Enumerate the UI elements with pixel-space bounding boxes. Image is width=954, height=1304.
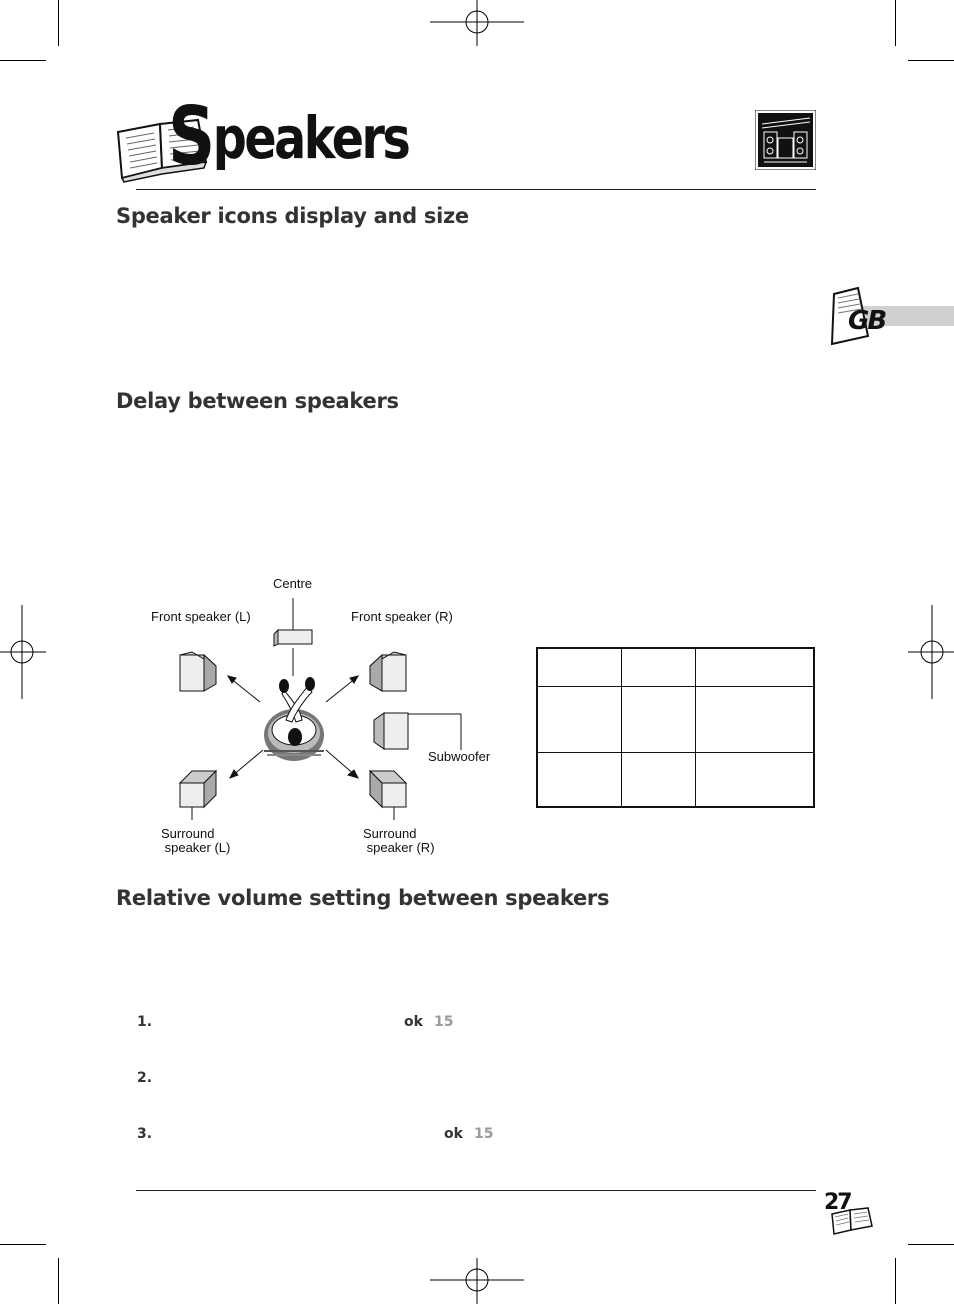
section-heading-delay: Delay between speakers (116, 389, 399, 413)
label-subwoofer: Subwoofer (428, 750, 490, 764)
label-surround-right: Surround speaker (R) (363, 827, 435, 855)
table-row (537, 648, 814, 686)
section-heading-volume: Relative volume setting between speakers (116, 886, 609, 910)
listener-icon (264, 677, 324, 761)
table-row (537, 686, 814, 752)
table-cell (537, 686, 622, 752)
table-cell (696, 648, 815, 686)
crop-mark (895, 0, 896, 46)
front-left-speaker-icon (180, 652, 216, 691)
table-cell (622, 752, 696, 807)
section-heading-icons: Speaker icons display and size (116, 204, 469, 228)
open-book-icon (830, 1206, 874, 1236)
crop-mark (58, 0, 59, 46)
registration-target-icon (430, 0, 524, 46)
label-centre: Centre (273, 577, 312, 591)
delay-table (536, 647, 815, 808)
header-rule (136, 189, 816, 190)
subwoofer-leader-line (408, 714, 461, 750)
language-tab-label: GB (848, 306, 885, 336)
footer-rule (136, 1190, 816, 1191)
step-1-number: 1. (137, 1014, 152, 1030)
table-cell (696, 686, 815, 752)
label-front-left: Front speaker (L) (151, 610, 251, 624)
table-cell (696, 752, 815, 807)
table-cell (537, 648, 622, 686)
step-3-number: 3. (137, 1126, 152, 1142)
centre-speaker-icon (274, 630, 312, 646)
crop-mark (908, 60, 954, 61)
registration-target-icon (430, 1258, 524, 1304)
hifi-system-icon (755, 110, 816, 170)
table-cell (622, 686, 696, 752)
label-front-right: Front speaker (R) (351, 610, 453, 624)
crop-mark (895, 1258, 896, 1304)
registration-target-icon (0, 605, 46, 699)
step-3-ok-key: ok (444, 1126, 463, 1142)
step-1-ok-key: ok (404, 1014, 423, 1030)
subwoofer-speaker-icon (374, 713, 408, 749)
table-cell (622, 648, 696, 686)
step-1-page-ref: 15 (434, 1014, 453, 1030)
page-title-initial: S (168, 90, 213, 183)
crop-mark (58, 1258, 59, 1304)
step-2-number: 2. (137, 1070, 152, 1086)
table-cell (537, 752, 622, 807)
speaker-layout-diagram (150, 590, 510, 820)
surround-left-speaker-icon (180, 771, 216, 807)
front-right-speaker-icon (370, 652, 406, 691)
crop-mark (0, 60, 46, 61)
registration-target-icon (908, 605, 954, 699)
page-title-rest: peakers (213, 104, 409, 172)
crop-mark (0, 1244, 46, 1245)
label-surround-left: Surround speaker (L) (161, 827, 230, 855)
surround-right-speaker-icon (370, 771, 406, 807)
page-title: Speakers (168, 84, 408, 177)
crop-mark (908, 1244, 954, 1245)
table-row (537, 752, 814, 807)
step-3-page-ref: 15 (474, 1126, 493, 1142)
